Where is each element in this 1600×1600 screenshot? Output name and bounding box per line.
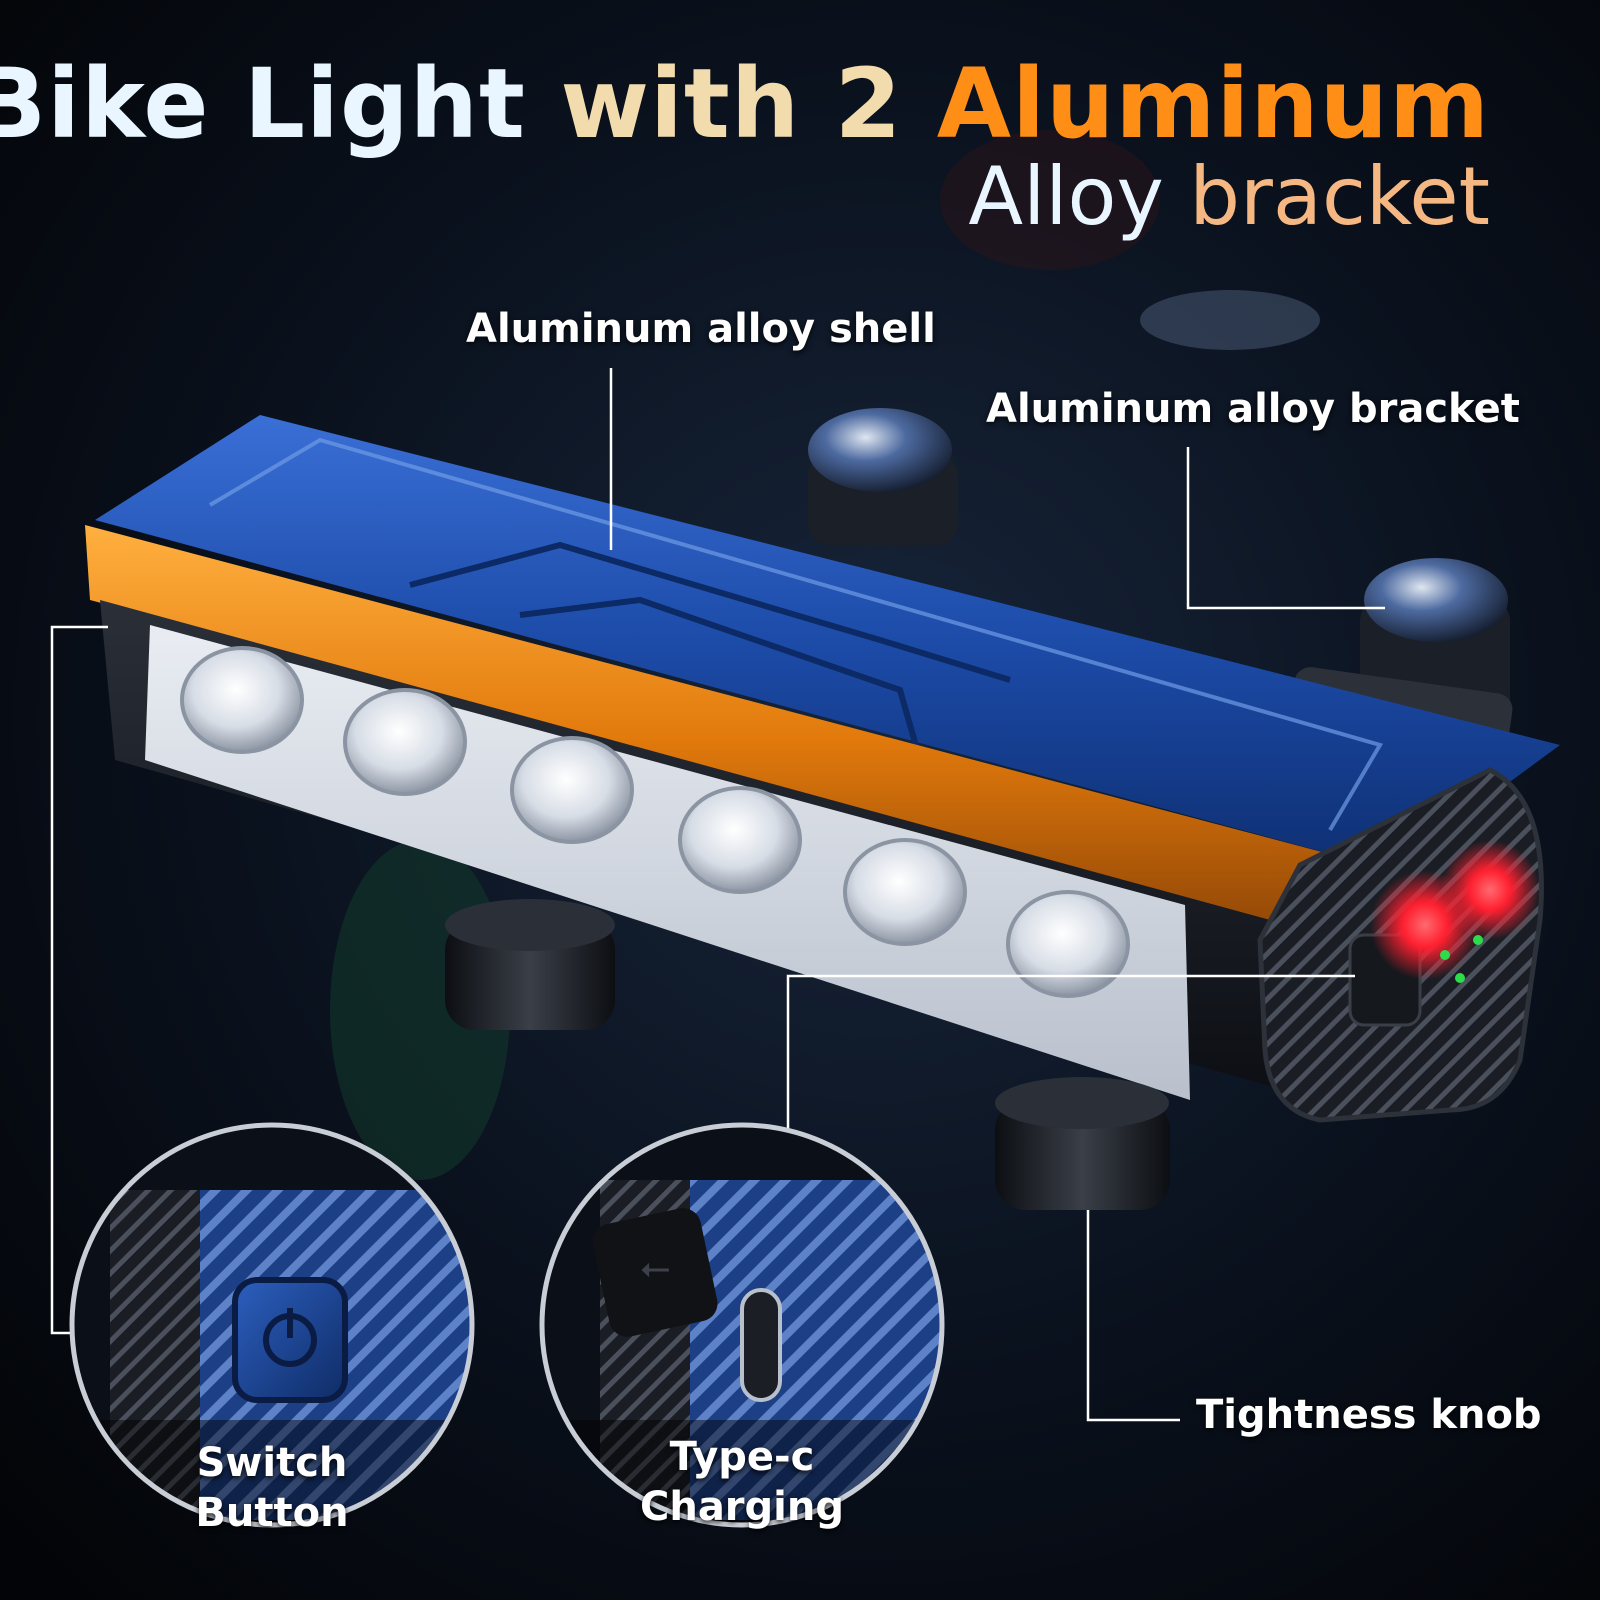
headline-part-4: Alloy [968, 150, 1164, 243]
headline-part-5: bracket [1189, 150, 1490, 243]
headline-line-2: Alloy bracket [968, 150, 1490, 243]
led-lens [843, 838, 967, 946]
callout-aluminum-bracket: Aluminum alloy bracket [986, 386, 1520, 432]
headline-part-3: Aluminum [936, 48, 1490, 160]
knob-leader-line [1086, 1210, 1180, 1422]
usb-icon: ⭠ [640, 1245, 670, 1289]
green-indicator-dot [1473, 935, 1483, 945]
callout-tightness-knob: Tightness knob [1196, 1392, 1542, 1438]
usb-cover-flap [592, 1208, 718, 1337]
led-lens [180, 646, 304, 754]
leader-lines [50, 368, 1385, 1422]
tightness-knob-right [995, 1077, 1170, 1210]
bracket-bolt-left [808, 408, 958, 545]
inset-label-typec-line1: Type-c [669, 1434, 815, 1480]
headline-part-1: Bike Light [0, 48, 526, 160]
orange-accent-band [85, 525, 1390, 950]
led-lens [1006, 890, 1130, 998]
inset-label-switch-line2: Button [195, 1490, 349, 1536]
aluminum-shell-top [95, 415, 1560, 870]
green-indicator-dot [1455, 973, 1465, 983]
bracket-leader-line [1186, 447, 1385, 610]
inset-label-typec-line2: Charging [639, 1484, 844, 1530]
callout-aluminum-shell: Aluminum alloy shell [466, 306, 936, 352]
bike-light-body [85, 415, 1560, 1123]
inset-label-switch-line1: Switch [196, 1440, 348, 1486]
typec-leader-line [786, 974, 1355, 1160]
led-lens [678, 786, 802, 894]
inset-switch-button [69, 1122, 475, 1528]
blurred-light-bokeh [1140, 290, 1320, 350]
switch-leader-line [50, 625, 108, 1335]
led-lens [510, 736, 634, 844]
red-indicator-glow [1440, 840, 1540, 940]
tightness-knob-left [445, 899, 615, 1030]
typec-port [740, 1288, 782, 1402]
power-button [232, 1277, 348, 1403]
blurred-light-bokeh [940, 130, 1160, 270]
inset-label-switch: Switch Button [142, 1438, 402, 1538]
green-indicator-dot [1440, 950, 1450, 960]
headline-part-2: with 2 [560, 48, 903, 160]
inset-label-typec: Type-c Charging [612, 1432, 872, 1532]
led-lens [343, 688, 467, 796]
headline-line-1: Bike Light with 2 Aluminum [0, 48, 1490, 160]
